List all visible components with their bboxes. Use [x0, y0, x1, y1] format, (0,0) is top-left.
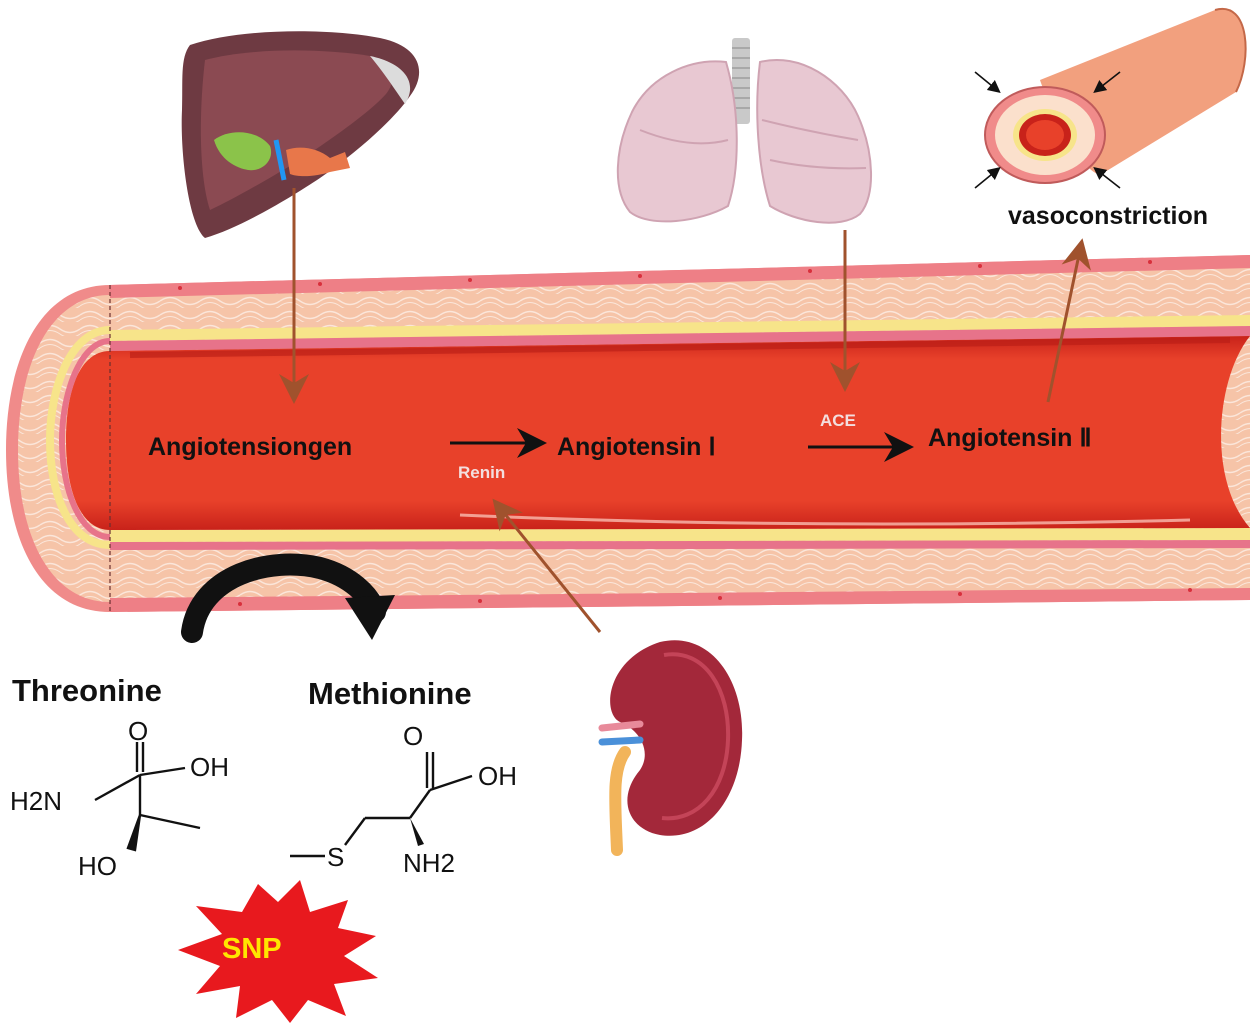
- methionine-s: S: [327, 842, 344, 872]
- methionine-o: O: [403, 721, 423, 751]
- liver-icon: [181, 31, 420, 238]
- threonine-o: O: [128, 716, 148, 746]
- methionine-label: Methionine: [308, 676, 472, 711]
- methionine-structure: [290, 752, 473, 858]
- threonine-label: Threonine: [12, 673, 162, 708]
- threonine-structure: [94, 742, 201, 852]
- threonine-h2n: H2N: [10, 786, 62, 816]
- kidney-icon: [598, 640, 743, 856]
- threonine-ho: HO: [78, 851, 117, 881]
- artery-cross-section-icon: [974, 7, 1247, 189]
- angiotensinogen-label: Angiotensiongen: [148, 433, 352, 461]
- mutation-curved-arrow: [181, 553, 395, 643]
- lung-icon: [616, 38, 873, 224]
- angiotensin-1-label: Angiotensin Ⅰ: [557, 433, 716, 461]
- ace-label: ACE: [820, 411, 856, 430]
- organ-arrows: [279, 188, 1091, 633]
- kidney-to-renin-arrow: [492, 498, 602, 633]
- methionine-oh: OH: [478, 761, 517, 791]
- angiotensin-2-label: Angiotensin Ⅱ: [928, 424, 1092, 452]
- renin-label: Renin: [458, 463, 505, 482]
- blood-vessel: [6, 255, 1250, 612]
- snp-burst: [178, 880, 378, 1023]
- threonine-oh: OH: [190, 752, 229, 782]
- methionine-nh2: NH2: [403, 848, 455, 878]
- reaction-arrows: [450, 428, 914, 462]
- angiotensin2-to-vasoconstriction-arrow: [1046, 238, 1091, 403]
- vasoconstriction-label: vasoconstriction: [1008, 202, 1208, 230]
- snp-label: SNP: [222, 933, 282, 965]
